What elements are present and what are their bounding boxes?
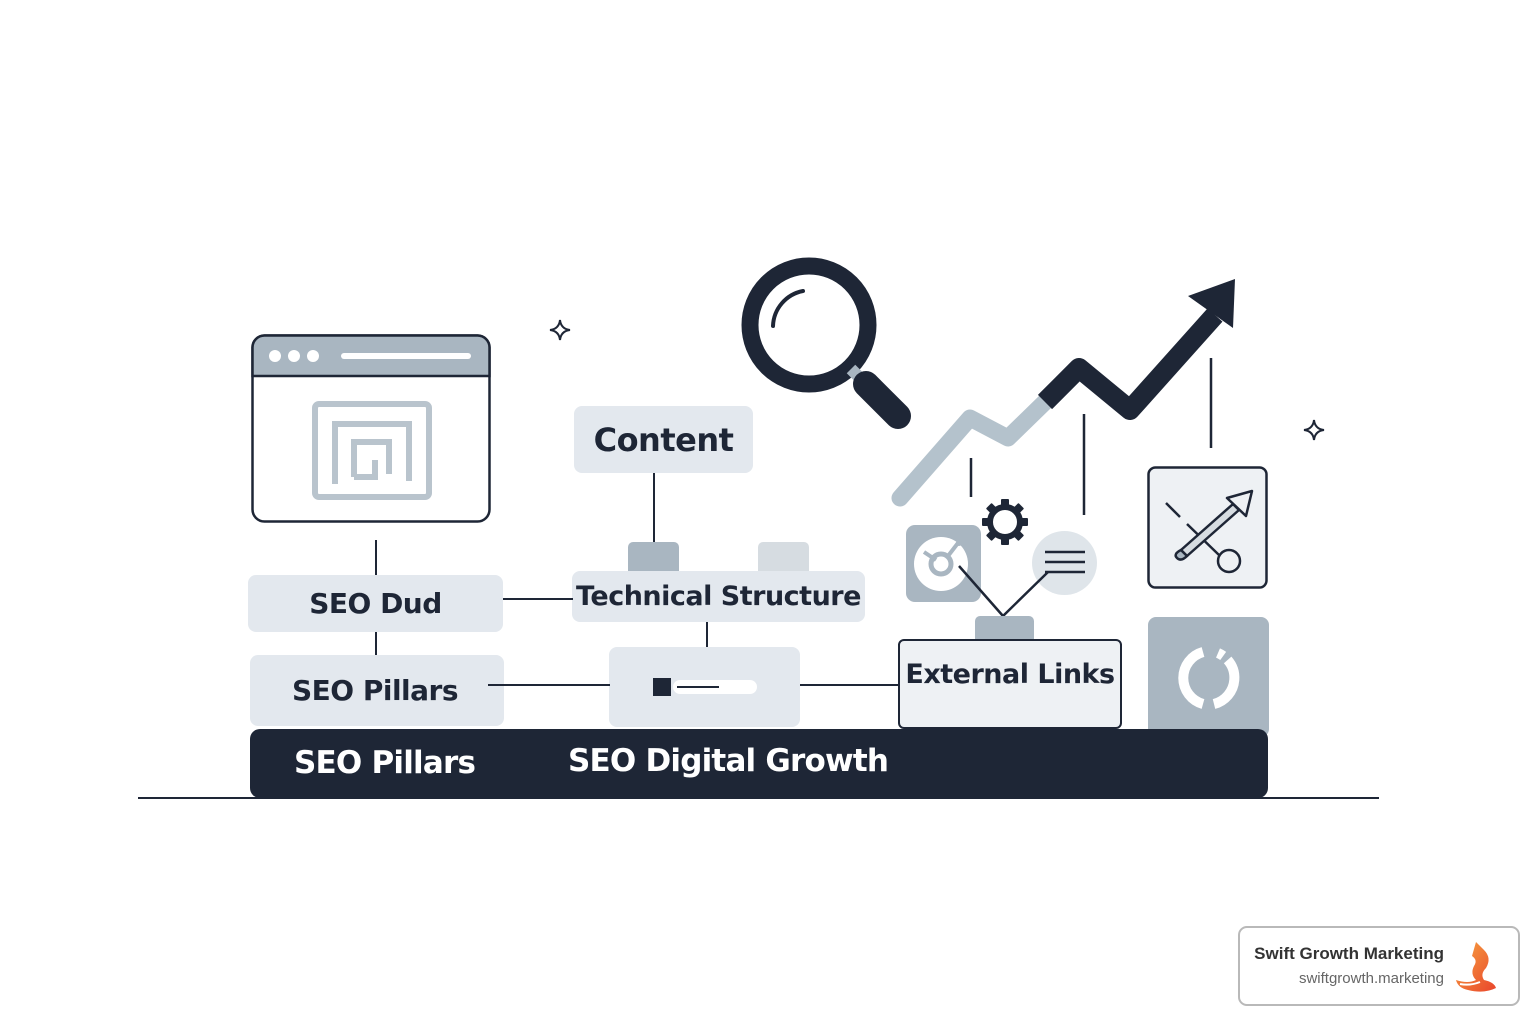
connector-line — [653, 473, 655, 543]
sparkle-icon — [549, 319, 571, 346]
connector-tab — [975, 616, 1034, 640]
gear-icon — [982, 499, 1028, 550]
pencil-arrow-icon — [1147, 466, 1268, 589]
content-label: Content — [593, 420, 734, 459]
connector-tab — [628, 542, 679, 572]
brand-name: Swift Growth Marketing — [1254, 944, 1444, 963]
connector-tab — [758, 542, 809, 572]
base-bar: SEO Pillars SEO Digital Growth — [250, 729, 1268, 798]
technical-structure-label: Technical Structure — [576, 581, 861, 612]
baseline — [138, 797, 1379, 799]
sparkle-icon — [1303, 419, 1325, 446]
base-bar-left-label: SEO Pillars — [294, 745, 476, 781]
slider-toggle-icon — [652, 678, 757, 696]
brand-badge[interactable]: Swift Growth Marketing swiftgrowth.marke… — [1238, 926, 1520, 1006]
slider-node — [609, 647, 800, 727]
magnifying-glass-icon — [741, 257, 911, 429]
fox-logo-icon — [1454, 940, 1500, 999]
content-node: Content — [574, 406, 753, 473]
connector-line — [375, 540, 377, 576]
connector-line — [706, 622, 708, 647]
seo-dud-node: SEO Dud — [248, 575, 503, 632]
technical-structure-node: Technical Structure — [572, 571, 865, 622]
base-bar-title: SEO Digital Growth — [568, 743, 889, 779]
refresh-circle-icon — [1148, 617, 1269, 737]
connector-line — [503, 598, 573, 600]
seo-dud-label: SEO Dud — [309, 587, 442, 620]
brand-url: swiftgrowth.marketing — [1298, 970, 1444, 987]
connector-line — [488, 684, 610, 686]
external-links-label: External Links — [905, 659, 1115, 690]
connector-line — [375, 632, 377, 656]
seo-pillars-node: SEO Pillars — [250, 655, 504, 726]
seo-pillars-label: SEO Pillars — [291, 674, 459, 707]
external-links-node: External Links — [898, 639, 1122, 729]
connector-line — [800, 684, 898, 686]
target-icon — [906, 525, 981, 602]
menu-lines-icon — [1032, 531, 1097, 595]
browser-window-icon — [251, 334, 491, 523]
